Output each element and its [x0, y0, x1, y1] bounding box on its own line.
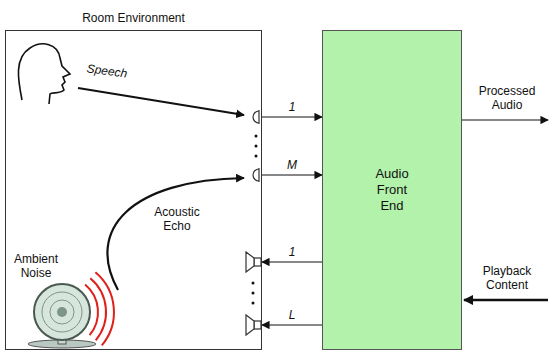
echo-arrow: [107, 178, 244, 290]
region-heading: Room Environment: [6, 11, 261, 25]
channel-label: 1: [287, 246, 298, 259]
annotation-label: Acoustic Echo: [145, 205, 209, 233]
loudspeaker-symbol: [246, 252, 261, 335]
ellipsis-dots: [252, 135, 258, 305]
noise-waves: [85, 272, 114, 345]
signal-connector: [262, 324, 322, 325]
channel-label: L: [287, 309, 298, 322]
annotation-label: Processed Audio: [473, 84, 541, 112]
box-label: Audio Front End: [366, 166, 418, 214]
annotation-label: Speech: [81, 61, 132, 82]
signal-connector: [262, 174, 322, 175]
process-box: Audio Front End: [322, 30, 462, 350]
fan-icon: [28, 284, 96, 348]
head-profile: [18, 44, 70, 104]
annotation-label: Playback Content: [473, 264, 541, 292]
speech-arrow: [78, 88, 244, 115]
signal-connector: [262, 261, 322, 262]
microphone-symbol: [253, 110, 259, 182]
channel-label: M: [285, 159, 299, 172]
channel-label: 1: [287, 101, 298, 114]
signal-connector: [262, 116, 322, 117]
room-box: Room Environment: [5, 30, 262, 350]
output-arrow: [462, 119, 548, 120]
input-arrow: [464, 299, 548, 302]
annotation-label: Ambient Noise: [4, 252, 68, 280]
